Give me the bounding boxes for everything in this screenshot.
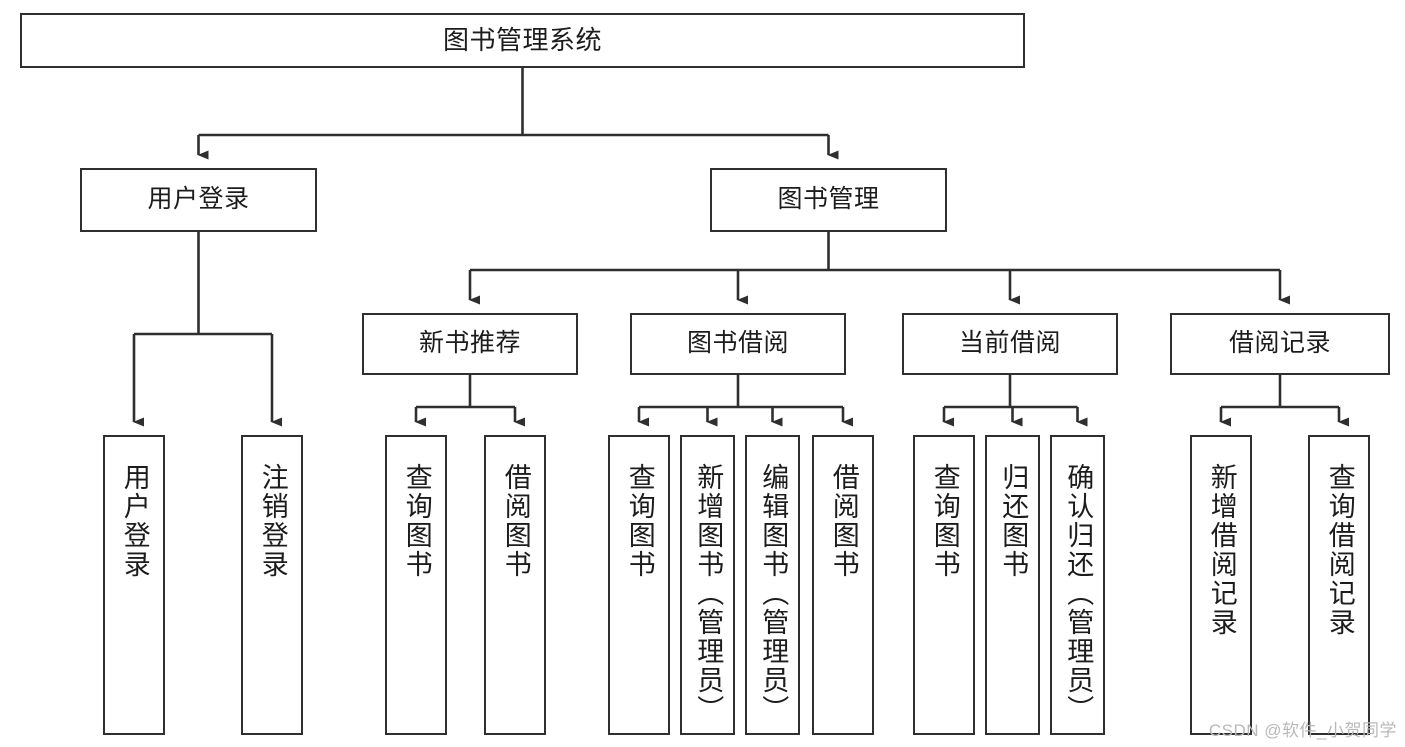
node-label: 借阅图书 (500, 463, 531, 579)
node-label: 图书管理 (777, 185, 880, 214)
node-label: 用户登录 (147, 185, 250, 214)
node-label: 确认归还（管理员） (1063, 463, 1094, 724)
node-leaf-confirm-ret[interactable]: 确认归还（管理员） (1050, 435, 1105, 735)
node-new-book-rec[interactable]: 新书推荐 (362, 313, 578, 375)
node-leaf-borrow-book-1[interactable]: 借阅图书 (484, 435, 546, 735)
node-leaf-query-book-2[interactable]: 查询图书 (608, 435, 670, 735)
node-book-borrow[interactable]: 图书借阅 (630, 313, 846, 375)
node-borrow-record[interactable]: 借阅记录 (1170, 313, 1390, 375)
node-leaf-user-login[interactable]: 用户登录 (103, 435, 165, 735)
node-leaf-logout[interactable]: 注销登录 (241, 435, 303, 735)
node-label: 借阅记录 (1228, 329, 1331, 358)
node-leaf-query-book-3[interactable]: 查询图书 (913, 435, 975, 735)
node-leaf-borrow-book-2[interactable]: 借阅图书 (812, 435, 874, 735)
node-label: 新增图书（管理员） (693, 463, 724, 724)
node-leaf-query-book-1[interactable]: 查询图书 (385, 435, 447, 735)
node-current-borrow[interactable]: 当前借阅 (902, 313, 1118, 375)
node-label: 新书推荐 (418, 329, 521, 358)
node-leaf-add-book[interactable]: 新增图书（管理员） (680, 435, 735, 735)
node-label: 查询借阅记录 (1324, 463, 1355, 637)
node-label: 借阅图书 (828, 463, 859, 579)
node-label: 查询图书 (929, 463, 960, 579)
node-label: 当前借阅 (958, 329, 1061, 358)
node-label: 编辑图书（管理员） (758, 463, 789, 724)
node-label: 图书借阅 (686, 329, 789, 358)
node-label: 注销登录 (257, 463, 288, 579)
node-book-manage[interactable]: 图书管理 (710, 168, 947, 232)
node-leaf-add-record[interactable]: 新增借阅记录 (1190, 435, 1252, 735)
node-root[interactable]: 图书管理系统 (20, 13, 1025, 68)
csdn-watermark: CSDN @软件_小贺同学 (1208, 721, 1397, 740)
node-label: 新增借阅记录 (1206, 463, 1237, 637)
node-label: 归还图书 (998, 463, 1029, 579)
node-label: 查询图书 (401, 463, 432, 579)
node-user-login[interactable]: 用户登录 (80, 168, 317, 232)
node-label: 查询图书 (624, 463, 655, 579)
node-label: 用户登录 (119, 463, 150, 579)
node-label: 图书管理系统 (442, 25, 602, 56)
node-leaf-edit-book[interactable]: 编辑图书（管理员） (745, 435, 800, 735)
node-leaf-query-record[interactable]: 查询借阅记录 (1308, 435, 1370, 735)
node-leaf-return-book[interactable]: 归还图书 (985, 435, 1040, 735)
